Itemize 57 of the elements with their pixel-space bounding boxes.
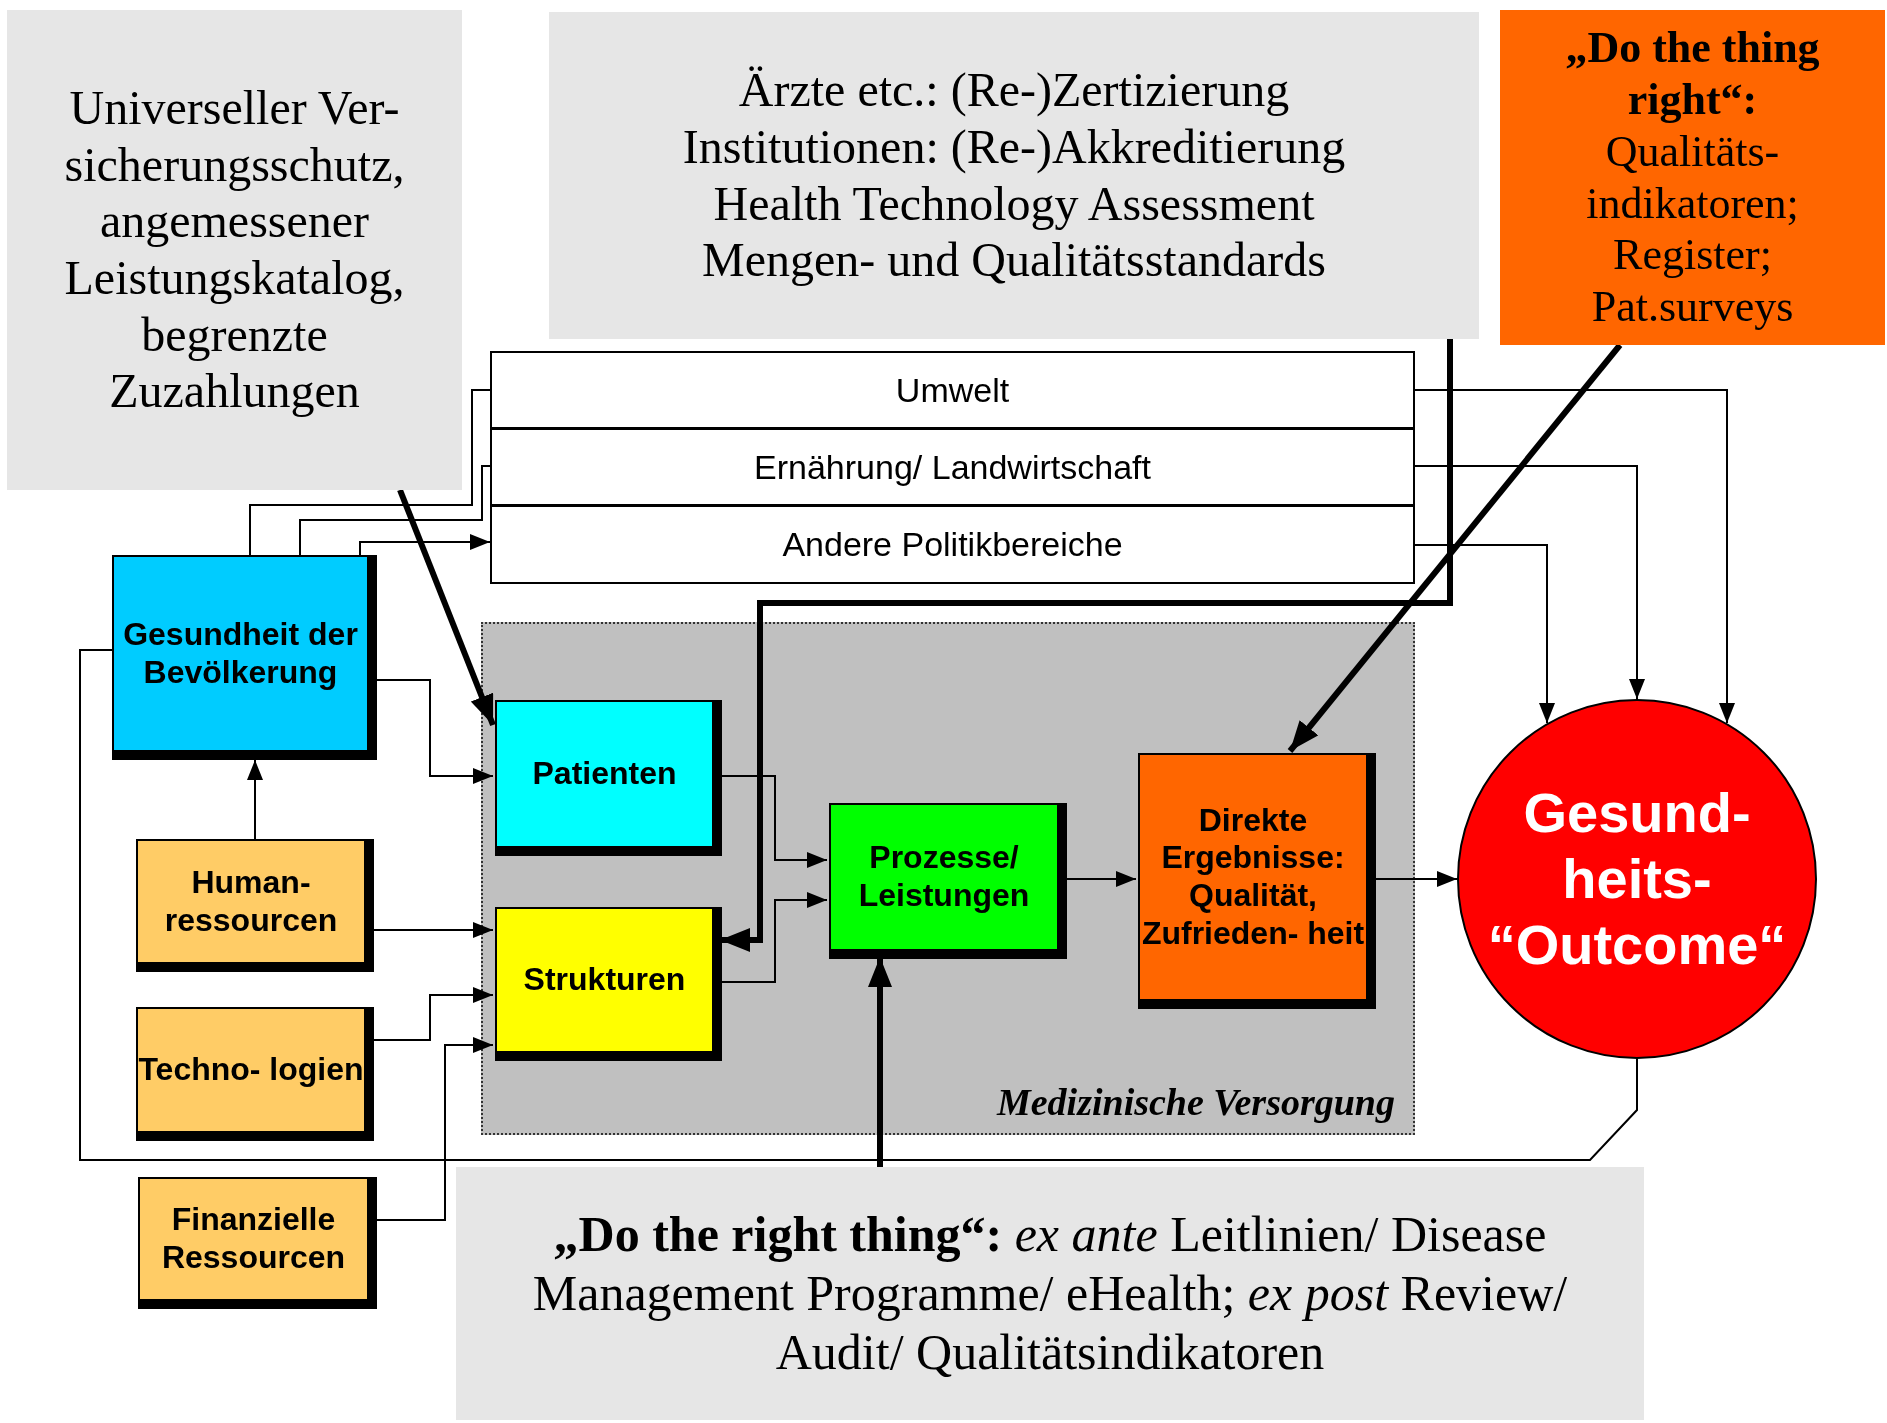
callout-text: Health Technology Assessment — [713, 175, 1315, 232]
box-label: Human- ressourcen — [163, 863, 339, 940]
arrow — [1414, 389, 1735, 725]
outcome-label: Gesund- heits- “Outcome“ — [1486, 779, 1788, 979]
arrow — [1287, 343, 1623, 753]
policy-band — [490, 428, 1415, 506]
arrow — [1373, 871, 1458, 887]
callout-box — [7, 10, 462, 490]
arrow — [376, 679, 494, 784]
process-box — [829, 803, 1067, 959]
connector-line — [299, 465, 491, 556]
group-title: Medizinische Versorgung — [996, 1080, 1395, 1125]
arrow — [719, 775, 828, 868]
arrow — [247, 759, 263, 840]
box-label: Direkte Ergebnisse: Qualität, Zufrieden- heit — [1140, 801, 1366, 953]
arrow — [359, 534, 491, 556]
connector-line — [79, 649, 1638, 1161]
callout-text: „Do the thing right“: — [1564, 21, 1821, 126]
process-box — [112, 555, 377, 760]
arrow — [373, 987, 494, 1041]
callout-box — [1500, 10, 1885, 345]
arrow — [1064, 871, 1137, 887]
callout-text: „Do the right thing“: ex ante Leitlinien/ Disease Management Programme/ eHealth; ex post Review/ Audit/ Qualitätsindikatoren — [531, 1205, 1569, 1382]
box-label: Prozesse/ Leistungen — [857, 839, 1031, 915]
process-box — [136, 1007, 374, 1141]
arrow — [868, 957, 892, 1167]
arrow — [720, 339, 1453, 952]
arrow — [373, 922, 494, 938]
policy-band — [490, 351, 1415, 429]
arrow — [1414, 544, 1555, 725]
callout-box — [456, 1167, 1644, 1420]
box-label: Gesundheit der Bevölkerung — [122, 615, 359, 692]
arrow — [397, 488, 496, 727]
callout-box — [549, 12, 1479, 339]
callout-text: Qualitäts- indikatoren; Register; Pat.surveys — [1585, 125, 1800, 334]
box-label: Finanzielle Ressourcen — [160, 1201, 347, 1277]
band-label: Ernährung/ Landwirtschaft — [754, 446, 1151, 488]
band-label: Umwelt — [895, 369, 1010, 411]
process-box — [495, 907, 722, 1061]
arrow — [376, 1037, 494, 1221]
process-box — [495, 700, 722, 856]
process-box — [136, 839, 374, 972]
callout-text: Mengen- und Qualitätsstandards — [702, 232, 1326, 289]
band-label: Andere Politikbereiche — [782, 524, 1123, 565]
box-label: Strukturen — [523, 961, 686, 999]
group-panel — [481, 622, 1415, 1135]
box-label: Techno- logien — [138, 1051, 364, 1089]
process-box — [1138, 753, 1376, 1009]
arrow — [1414, 465, 1645, 700]
callout-text: Ärzte etc.: (Re-)Zertizierung — [738, 62, 1290, 119]
callout-text: Institutionen: (Re-)Akkreditierung — [682, 118, 1346, 176]
box-label: Patienten — [532, 755, 677, 793]
callout-text: Universeller Ver- sicherungsschutz, angemessener Leistungskatalog, begrenzte Zuzahlungen — [63, 80, 406, 420]
process-box — [138, 1177, 377, 1309]
connector-line — [249, 389, 491, 556]
policy-band — [490, 505, 1415, 584]
arrow — [719, 892, 828, 983]
